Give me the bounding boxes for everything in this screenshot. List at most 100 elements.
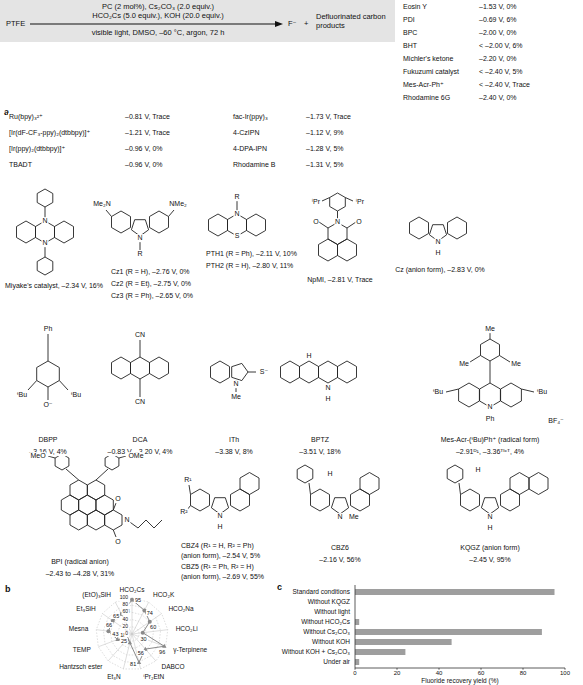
potential-yield: –2.20 V, 0% — [478, 55, 518, 63]
ring — [105, 510, 122, 530]
bond — [48, 456, 55, 458]
bond — [490, 333, 491, 339]
radar-spoke — [132, 598, 133, 634]
bond — [319, 222, 328, 228]
tick-label: 80 — [519, 670, 528, 677]
atom-label: BF₄⁻ — [547, 417, 565, 425]
bond — [140, 340, 141, 357]
catalyst-name: [Ir(dF-CF₃-ppy)₂(dtbbpy)]⁺ — [8, 129, 91, 137]
ring — [232, 363, 248, 380]
atom-label: O — [114, 538, 121, 546]
atom-label: R¹ — [183, 476, 192, 484]
compound-label: NpMI, –2.81 V, Trace — [306, 276, 374, 284]
bond — [309, 483, 311, 495]
atom-label: N — [232, 380, 239, 388]
data-value: 65 — [112, 613, 120, 619]
bond — [28, 381, 37, 391]
compound-label: DCA — [132, 436, 149, 444]
axis-label: HCO₂Cs — [119, 586, 146, 593]
compound-label: PTH1 (R = Ph), –2.11 V, 10% — [205, 250, 298, 258]
scheme-text: PTFE — [6, 20, 25, 29]
catalyst-name: Michler's ketone — [402, 55, 454, 63]
scheme-text: PC (2 mol%), Cs₂CO₃ (2.0 equiv.) — [102, 3, 214, 12]
atom-label: S — [234, 232, 241, 240]
radar-marker — [141, 631, 145, 635]
potential-yield: –0.96 V, 0% — [124, 161, 164, 169]
axis-label: HCO₂K — [152, 591, 175, 598]
atom-label: N — [123, 516, 130, 524]
radar-spoke — [132, 634, 166, 647]
atom-label: H — [305, 352, 312, 360]
axis-label: Hantzsch ester — [58, 663, 103, 670]
scheme-text: F⁻ — [288, 20, 297, 29]
panel-letter: c — [276, 583, 283, 593]
ring — [112, 357, 131, 379]
catalyst-name: fac-Ir(ppy)₃ — [232, 113, 269, 121]
atom-label: Ph — [43, 325, 54, 333]
compound-label: CBZ6 — [330, 544, 350, 552]
atom-label: N — [434, 238, 441, 246]
ring-structures — [17, 189, 549, 530]
tick-label: 60 — [477, 670, 486, 677]
ring — [150, 211, 169, 233]
radar-spoke — [108, 634, 132, 661]
compound-label: –2.91ᴰ¹, –3.36ᵀᴵᶜᵀ, 4% — [455, 448, 525, 456]
radar-spoke — [132, 630, 168, 634]
ring — [351, 489, 370, 511]
catalyst-name: Rhodamine B — [232, 161, 276, 169]
atom-label: N — [336, 513, 343, 521]
tick-label: 0 — [352, 670, 357, 677]
ring — [330, 193, 346, 211]
compound-label: ITh — [228, 436, 240, 444]
ring — [87, 480, 104, 500]
atom-label: N — [334, 218, 341, 226]
compound-label: –2.16 V, 56% — [318, 556, 361, 564]
atom-label: H — [216, 523, 223, 531]
category-label: Under air — [322, 658, 351, 665]
potential-yield: –1.12 V, 9% — [305, 129, 345, 137]
ring — [319, 361, 338, 383]
ring — [55, 454, 69, 470]
bond — [189, 485, 191, 495]
bond — [119, 456, 126, 458]
ring — [338, 239, 357, 261]
catalyst-name: Fukuzumi catalyst — [402, 68, 460, 76]
catalyst-name: Mes-Acr-Ph⁺ — [402, 81, 445, 89]
data-value: 43 — [111, 631, 119, 637]
atom-label: H — [326, 470, 333, 478]
compound-label: PTH2 (R = H), –2.80 V, 11% — [205, 262, 294, 270]
ring — [211, 361, 230, 383]
compound-label: –2.45 V, 95% — [468, 556, 511, 564]
radar-grid — [96, 598, 167, 669]
atom-label: ⁱPr — [311, 198, 321, 206]
axis-label: ⁱPr₂EtN — [142, 673, 165, 680]
tick-label: 20 — [393, 670, 402, 677]
scheme-text: + — [304, 20, 308, 29]
ring — [510, 473, 529, 495]
catalyst-name: BHT — [402, 42, 418, 50]
bond — [154, 520, 162, 528]
bond — [248, 372, 256, 373]
tick-label: 100 — [559, 670, 571, 677]
ring — [150, 357, 169, 379]
compound-label: –2.43 to –4.28 V, 31% — [45, 570, 116, 578]
atom-label: S⁻ — [259, 368, 269, 376]
catalyst-name: Rhodamine 6G — [402, 94, 451, 102]
atom-label: ᵗBu — [536, 388, 548, 396]
catalyst-name: 4-DPA-IPN — [232, 145, 268, 153]
compound-label: –3.38 V, 8% — [214, 448, 254, 456]
bond — [106, 210, 112, 217]
ring — [55, 221, 74, 243]
category-label: Without KOH + Cs₂CO₃ — [281, 648, 351, 655]
bond — [113, 530, 116, 537]
ring — [501, 383, 522, 407]
bar — [355, 659, 359, 665]
potential-yield: < –2.40 V, 5% — [478, 68, 524, 76]
ring — [297, 465, 313, 483]
compound-label: BPTZ — [310, 436, 330, 444]
atom-label: H — [474, 466, 481, 474]
ring — [529, 473, 548, 495]
ring — [70, 510, 87, 530]
bond — [48, 334, 49, 361]
tick-label: 40 — [435, 670, 444, 677]
